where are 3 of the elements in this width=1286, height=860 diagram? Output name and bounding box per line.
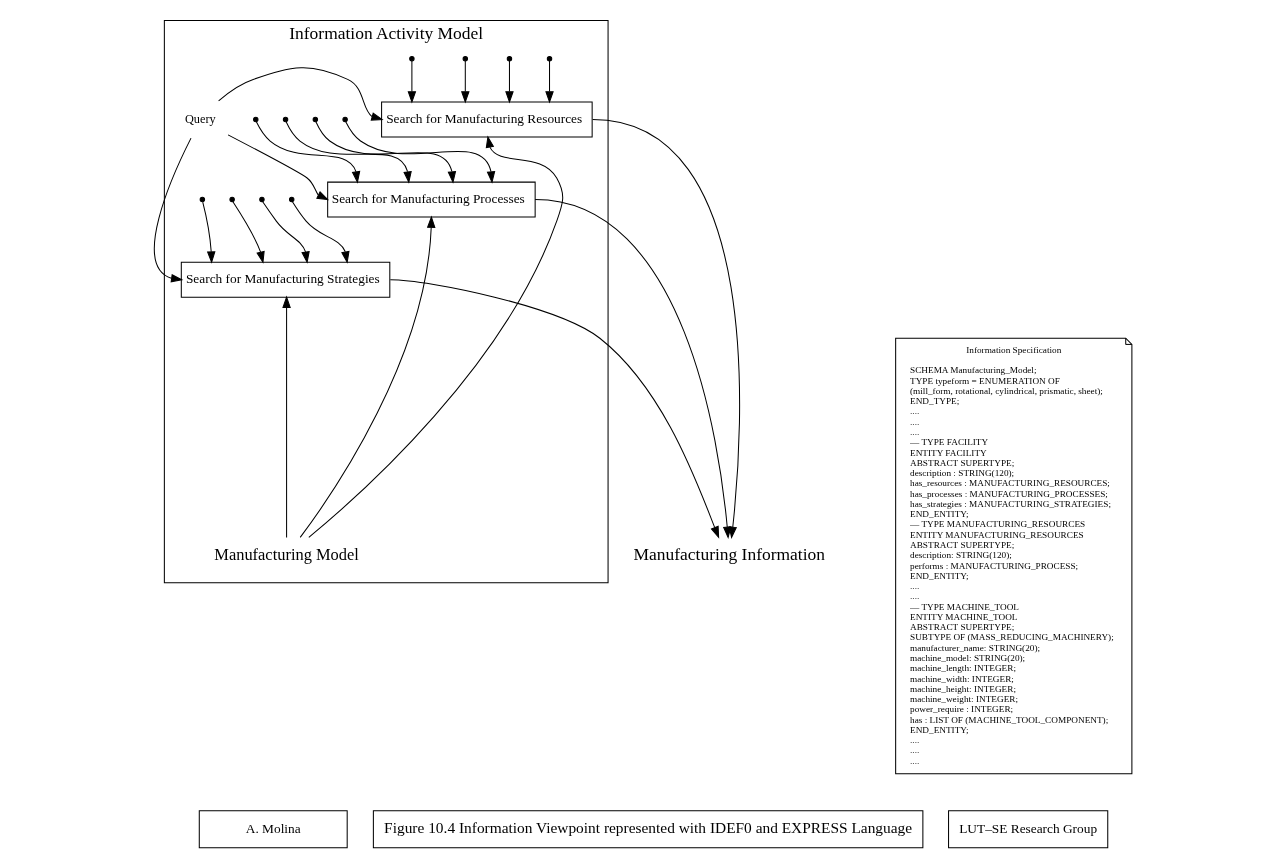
- node-text: Manufacturing Information: [633, 544, 825, 565]
- node-text: Manufacturing Model: [214, 544, 359, 564]
- node-text: Query: [184, 111, 216, 126]
